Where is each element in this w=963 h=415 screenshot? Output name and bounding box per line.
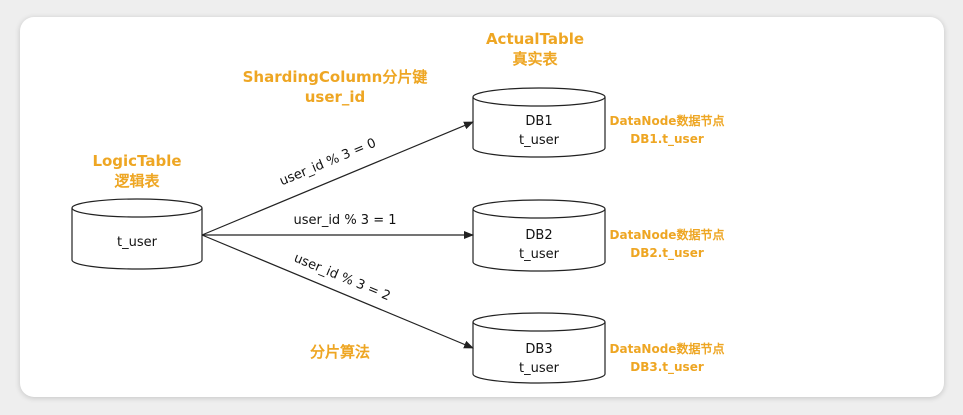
- actual-table-heading: ActualTable 真实表: [470, 29, 600, 69]
- datanode-db1-value: DB1.t_user: [630, 132, 704, 146]
- db3-label: DB3 t_user: [489, 340, 589, 378]
- actual-table-title: ActualTable: [485, 30, 585, 48]
- db2-name: DB2: [525, 228, 553, 243]
- logic-table-name: t_user: [117, 235, 157, 250]
- db1-label: DB1 t_user: [489, 112, 589, 150]
- edge-arrow-db1: [201, 121, 474, 236]
- datanode-db1-label: DataNode数据节点: [609, 114, 725, 128]
- sharding-column-value: user_id: [304, 88, 366, 106]
- db2-table: t_user: [519, 247, 559, 262]
- edge-label-db2: user_id % 3 = 1: [293, 213, 397, 228]
- logic-table-title: LogicTable: [92, 152, 182, 170]
- sharding-column-title: ShardingColumn分片键: [242, 68, 428, 86]
- db1-table: t_user: [519, 133, 559, 148]
- db1-name: DB1: [525, 114, 553, 129]
- datanode-db3: DataNode数据节点 DB3.t_user: [602, 340, 732, 376]
- db3-cylinder: [472, 312, 606, 384]
- edge-arrow-db3: [201, 234, 474, 349]
- db1-cylinder: [472, 87, 606, 158]
- db2-cylinder: [472, 199, 606, 272]
- datanode-db2: DataNode数据节点 DB2.t_user: [602, 226, 732, 262]
- logic-table-subtitle: 逻辑表: [114, 172, 160, 190]
- logic-table-cylinder: [71, 198, 203, 270]
- actual-table-subtitle: 真实表: [512, 50, 558, 68]
- datanode-db3-value: DB3.t_user: [630, 360, 704, 374]
- db2-label: DB2 t_user: [489, 226, 589, 264]
- datanode-db1: DataNode数据节点 DB1.t_user: [602, 112, 732, 148]
- algorithm-label: 分片算法: [309, 343, 370, 361]
- datanode-db3-label: DataNode数据节点: [609, 342, 725, 356]
- datanode-db2-label: DataNode数据节点: [609, 228, 725, 242]
- datanode-db2-value: DB2.t_user: [630, 246, 704, 260]
- db3-name: DB3: [525, 342, 553, 357]
- logic-table-heading: LogicTable 逻辑表: [77, 151, 197, 191]
- db3-table: t_user: [519, 361, 559, 376]
- sharding-column-heading: ShardingColumn分片键 user_id: [220, 67, 450, 107]
